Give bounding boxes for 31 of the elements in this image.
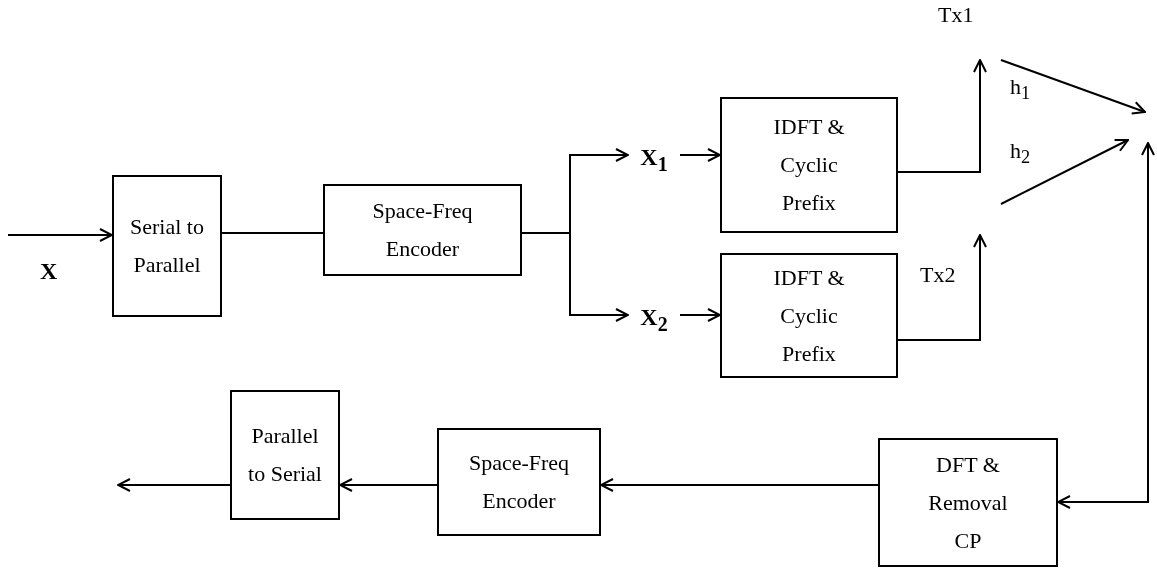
signal-label: X$_{2}$ [628, 298, 680, 342]
arrow [117, 478, 231, 492]
arrow [600, 478, 879, 492]
box-text: DFT & Removal CP [927, 450, 1009, 555]
arrow [679, 148, 721, 162]
arrow [1057, 142, 1155, 509]
input-label: X [40, 258, 58, 285]
box-text: Space-Freq Encoder [371, 197, 474, 263]
arrow [897, 59, 987, 173]
process-box [437, 428, 601, 536]
arrow [679, 308, 721, 322]
signal-label: X$_{1}$ [628, 138, 680, 182]
process-box [720, 97, 898, 233]
process-box [878, 438, 1058, 567]
process-box [112, 175, 222, 317]
antenna-label: Tx2 [920, 262, 956, 288]
arrow [897, 234, 987, 341]
channel-label: h$_{1}$ [1010, 74, 1031, 105]
box-text: Serial to Parallel [129, 213, 205, 279]
box-text: IDFT & Cyclic Prefix [772, 113, 846, 217]
arrow [521, 232, 629, 322]
arrow [339, 478, 438, 492]
box-text: IDFT & Cyclic Prefix [772, 263, 846, 368]
process-box [720, 253, 898, 378]
box-text: Parallel to Serial [247, 422, 323, 488]
channel-label: h$_{2}$ [1010, 138, 1031, 169]
antenna-label: Tx1 [938, 2, 974, 28]
process-box [230, 390, 340, 520]
process-box [323, 184, 522, 276]
box-text: Space-Freq Encoder [467, 449, 571, 515]
arrow [7, 228, 113, 242]
